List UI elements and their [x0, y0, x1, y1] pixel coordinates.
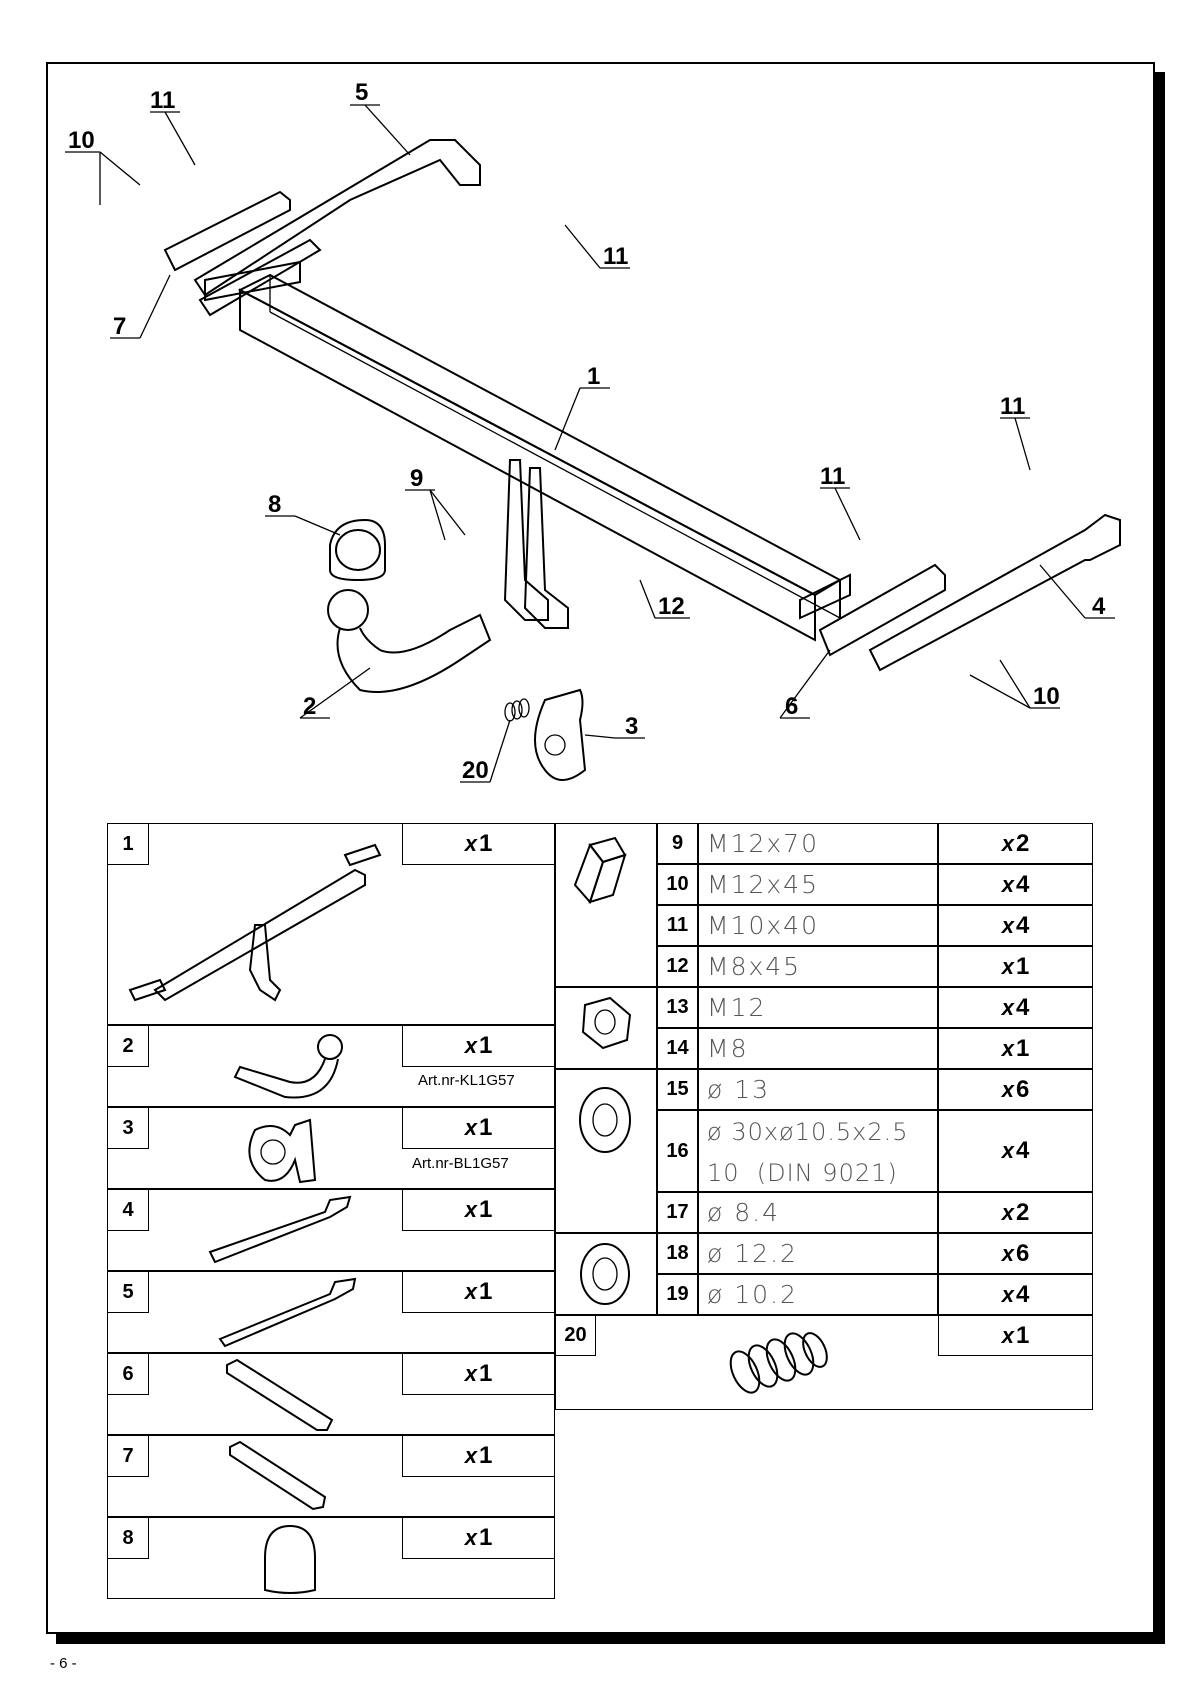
callout: 8 — [268, 491, 281, 518]
callout: 11 — [1000, 393, 1025, 420]
part-number: 5 — [107, 1271, 149, 1313]
callout: 2 — [303, 693, 316, 720]
callout: 9 — [410, 465, 423, 492]
callout: 10 — [68, 127, 95, 154]
part-number: 15 — [657, 1069, 698, 1110]
bolt-picture-cell — [555, 823, 657, 987]
part-number: 1 — [107, 823, 149, 865]
part-number: 19 — [657, 1274, 698, 1315]
part-number: 6 — [107, 1353, 149, 1395]
nut-picture-cell — [555, 987, 657, 1069]
callout: 3 — [625, 713, 638, 740]
exploded-diagram: 11 5 10 11 7 1 11 11 9 8 12 4 2 3 6 10 2… — [65, 79, 1121, 784]
part-spec-cell: ø 30xø10.5x2.5 10 (DIN 9021) — [698, 1110, 938, 1192]
part-number: 18 — [657, 1233, 698, 1274]
part-number: 10 — [657, 864, 698, 905]
part-number: 13 — [657, 987, 698, 1028]
towball-drawing — [327, 518, 492, 693]
spring-icon — [729, 1332, 828, 1394]
part-spec: M12x70 — [698, 823, 938, 864]
bracket-5-icon — [218, 1277, 357, 1348]
part-number: 16 — [657, 1110, 698, 1192]
bolt-icon — [573, 836, 627, 904]
part-number: 9 — [657, 823, 698, 864]
spring-washer-icon — [580, 1243, 630, 1305]
part-number: 20 — [555, 1315, 596, 1356]
part-number: 4 — [107, 1189, 149, 1231]
part-spec: M8 — [698, 1028, 938, 1069]
part-number: 17 — [657, 1192, 698, 1233]
part-spec: M12x45 — [698, 864, 938, 905]
plate-7-icon — [229, 1440, 327, 1511]
part-spec: ø 30xø10.5x2.5 — [707, 1117, 909, 1146]
towball-icon — [233, 1034, 343, 1099]
callout-numbers: 11 5 10 11 7 1 11 11 9 8 12 4 2 3 6 10 2… — [68, 79, 1106, 784]
part-spec: ø 8.4 — [698, 1192, 938, 1233]
socket-plate-icon — [248, 1118, 317, 1184]
page-number: - 6 - — [50, 1655, 77, 1672]
cap-icon — [264, 1524, 316, 1594]
part-spec: ø 12.2 — [698, 1233, 938, 1274]
leader-lines — [65, 104, 1115, 783]
part-number: 8 — [107, 1517, 149, 1559]
part-number: 7 — [107, 1435, 149, 1477]
part-spec-standard: 10 (DIN 9021) — [707, 1158, 898, 1187]
nut-icon — [581, 996, 632, 1050]
part-spec: M10x40 — [698, 905, 938, 946]
part-spec: M8x45 — [698, 946, 938, 987]
callout: 20 — [462, 757, 489, 784]
callout: 7 — [113, 313, 126, 340]
part-number: 12 — [657, 946, 698, 987]
callout: 5 — [355, 79, 368, 106]
bracket-4-icon — [208, 1195, 352, 1264]
part-spec: ø 10.2 — [698, 1274, 938, 1315]
callout: 11 — [150, 87, 175, 114]
part-spec: M12 — [698, 987, 938, 1028]
callout: 11 — [820, 463, 845, 490]
callout: 1 — [587, 363, 600, 390]
callout: 6 — [785, 693, 798, 720]
crossbar-icon — [128, 843, 382, 1002]
article-number: Art.nr-BL1G57 — [412, 1155, 509, 1172]
plate-6-icon — [226, 1358, 334, 1431]
part-spec: ø 13 — [698, 1069, 938, 1110]
crossbar-drawing — [204, 260, 851, 642]
part-number: 3 — [107, 1107, 149, 1149]
callout: 12 — [658, 593, 685, 620]
part-number: 2 — [107, 1025, 149, 1067]
part-number: 14 — [657, 1028, 698, 1069]
washer-icon — [579, 1087, 631, 1153]
article-number: Art.nr-KL1G57 — [418, 1072, 515, 1089]
callout: 10 — [1033, 683, 1060, 710]
right-brackets-drawing — [818, 513, 1121, 672]
part-number: 11 — [657, 905, 698, 946]
spring-drawing — [504, 698, 530, 722]
spring-washer-picture-cell — [555, 1233, 657, 1315]
left-brackets-drawing — [163, 139, 481, 317]
socket-plate-drawing — [534, 688, 587, 781]
callout: 11 — [603, 243, 628, 270]
callout: 4 — [1092, 593, 1106, 620]
